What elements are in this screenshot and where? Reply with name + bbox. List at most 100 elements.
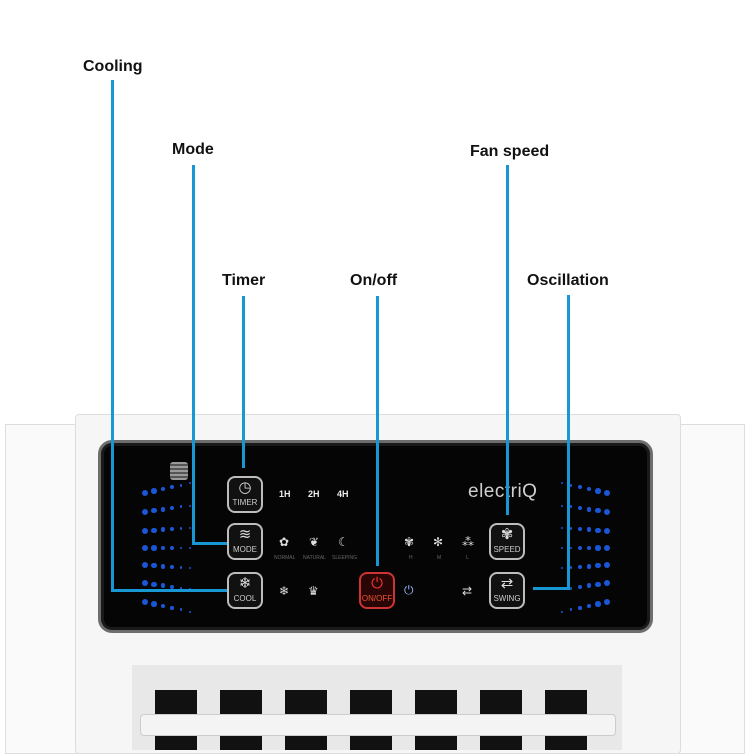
callout-line-on-off [376,296,379,566]
airflow-dot [578,506,582,510]
timer-4h: 4H [337,489,349,499]
airflow-dot [595,507,601,514]
airflow-dot [160,583,166,588]
callout-timer: Timer [222,272,266,289]
airflow-dot [160,545,166,551]
airflow-dot [595,562,601,569]
swing-button-label: SWING [493,594,521,603]
on-off-button[interactable]: ⏻ON/OFF [359,572,395,609]
airflow-dot [586,527,592,532]
airflow-dot [141,598,149,606]
airflow-dot [569,586,573,590]
callout-line-cooling-h [111,589,228,592]
airflow-dot [586,603,592,609]
airflow-dot [170,506,174,510]
callout-fan-speed: Fan speed [470,143,550,160]
natural-label: NATURAL [303,555,326,561]
airflow-dot [578,605,582,610]
airflow-dot [189,610,191,613]
airflow-dot [151,507,157,514]
airflow-dot [569,527,573,530]
airflow-dot [141,508,149,516]
airflow-dot [170,485,174,490]
airflow-dot [578,485,582,490]
airflow-dot [179,505,183,509]
snowflake-icon: ❄ [238,575,252,592]
airflow-dot [170,546,174,550]
natural-mode-icon: ❦ [309,535,320,549]
airflow-dot [141,579,149,587]
airflow-dot [569,566,573,569]
airflow-dot [179,586,183,590]
airflow-dot [160,486,166,492]
airflow-dot [179,608,183,612]
brand-logo: electriQ [468,481,538,502]
airflow-dot [603,598,611,606]
humidify-indicator-icon: ♛ [308,584,319,598]
cool-button-label: COOL [233,594,257,603]
airflow-dot [595,601,601,607]
fan-low-icon: ⁂ [462,535,474,549]
airflow-dot [189,482,191,485]
fan-icon: ✾ [500,526,514,543]
airflow-dot [141,527,149,535]
callout-line-cooling [111,80,114,592]
airflow-dot [151,562,157,569]
airflow-dot [141,489,149,497]
callout-line-oscillation-h [533,587,570,590]
airflow-dot [586,545,592,551]
mode-button[interactable]: ≋MODE [227,523,263,560]
airflow-dot [603,489,611,497]
airflow-dot [578,584,582,589]
airflow-dot [569,483,573,487]
airflow-dot [595,545,601,551]
airflow-dot [561,482,563,485]
airflow-dot [189,547,191,549]
airflow-dot [561,526,563,529]
louver-bar [140,714,616,736]
airflow-dot [569,546,573,550]
airflow-dot [141,561,149,569]
wind-icon: ≋ [238,526,252,543]
sleeping-mode-icon: ☾ [338,535,349,549]
speed-h-label: H [409,555,413,561]
airflow-dot [189,526,191,529]
airflow-dot [578,527,582,531]
receiver-icon [170,462,188,480]
airflow-dot [151,527,157,534]
airflow-dot [603,527,611,535]
airflow-dot [603,579,611,587]
airflow-dot [561,610,563,613]
airflow-dot [586,583,592,588]
airflow-dot [603,561,611,569]
airflow-dot [586,486,592,492]
airflow-dot [151,581,157,588]
airflow-dot [569,608,573,612]
callout-cooling: Cooling [83,58,143,75]
airflow-dot [160,527,166,532]
callout-on-off: On/off [350,272,398,289]
airflow-dot [170,584,174,589]
callout-line-mode [192,165,195,545]
swing-button[interactable]: ⇄ SWING [489,572,525,609]
airflow-dot [151,601,157,607]
fan-high-icon: ✾ [404,535,415,549]
swing-icon: ⇄ [500,575,514,592]
airflow-dot [561,567,563,570]
airflow-dot [561,547,563,549]
airflow-dot [179,566,183,569]
callout-oscillation: Oscillation [527,272,609,289]
airflow-dot [160,563,166,569]
body-left-wing [5,424,77,754]
airflow-dot [179,483,183,487]
speed-button[interactable]: ✾SPEED [489,523,525,560]
clock-icon: ◷ [238,479,252,496]
airflow-dot [170,605,174,610]
airflow-dot [141,544,149,552]
airflow-dot [179,546,183,550]
airflow-dot [151,488,157,494]
airflow-dot [595,527,601,534]
timer-button[interactable]: ◷TIMER [227,476,263,513]
cool-button[interactable]: ❄ COOL [227,572,263,609]
airflow-dot [569,505,573,509]
